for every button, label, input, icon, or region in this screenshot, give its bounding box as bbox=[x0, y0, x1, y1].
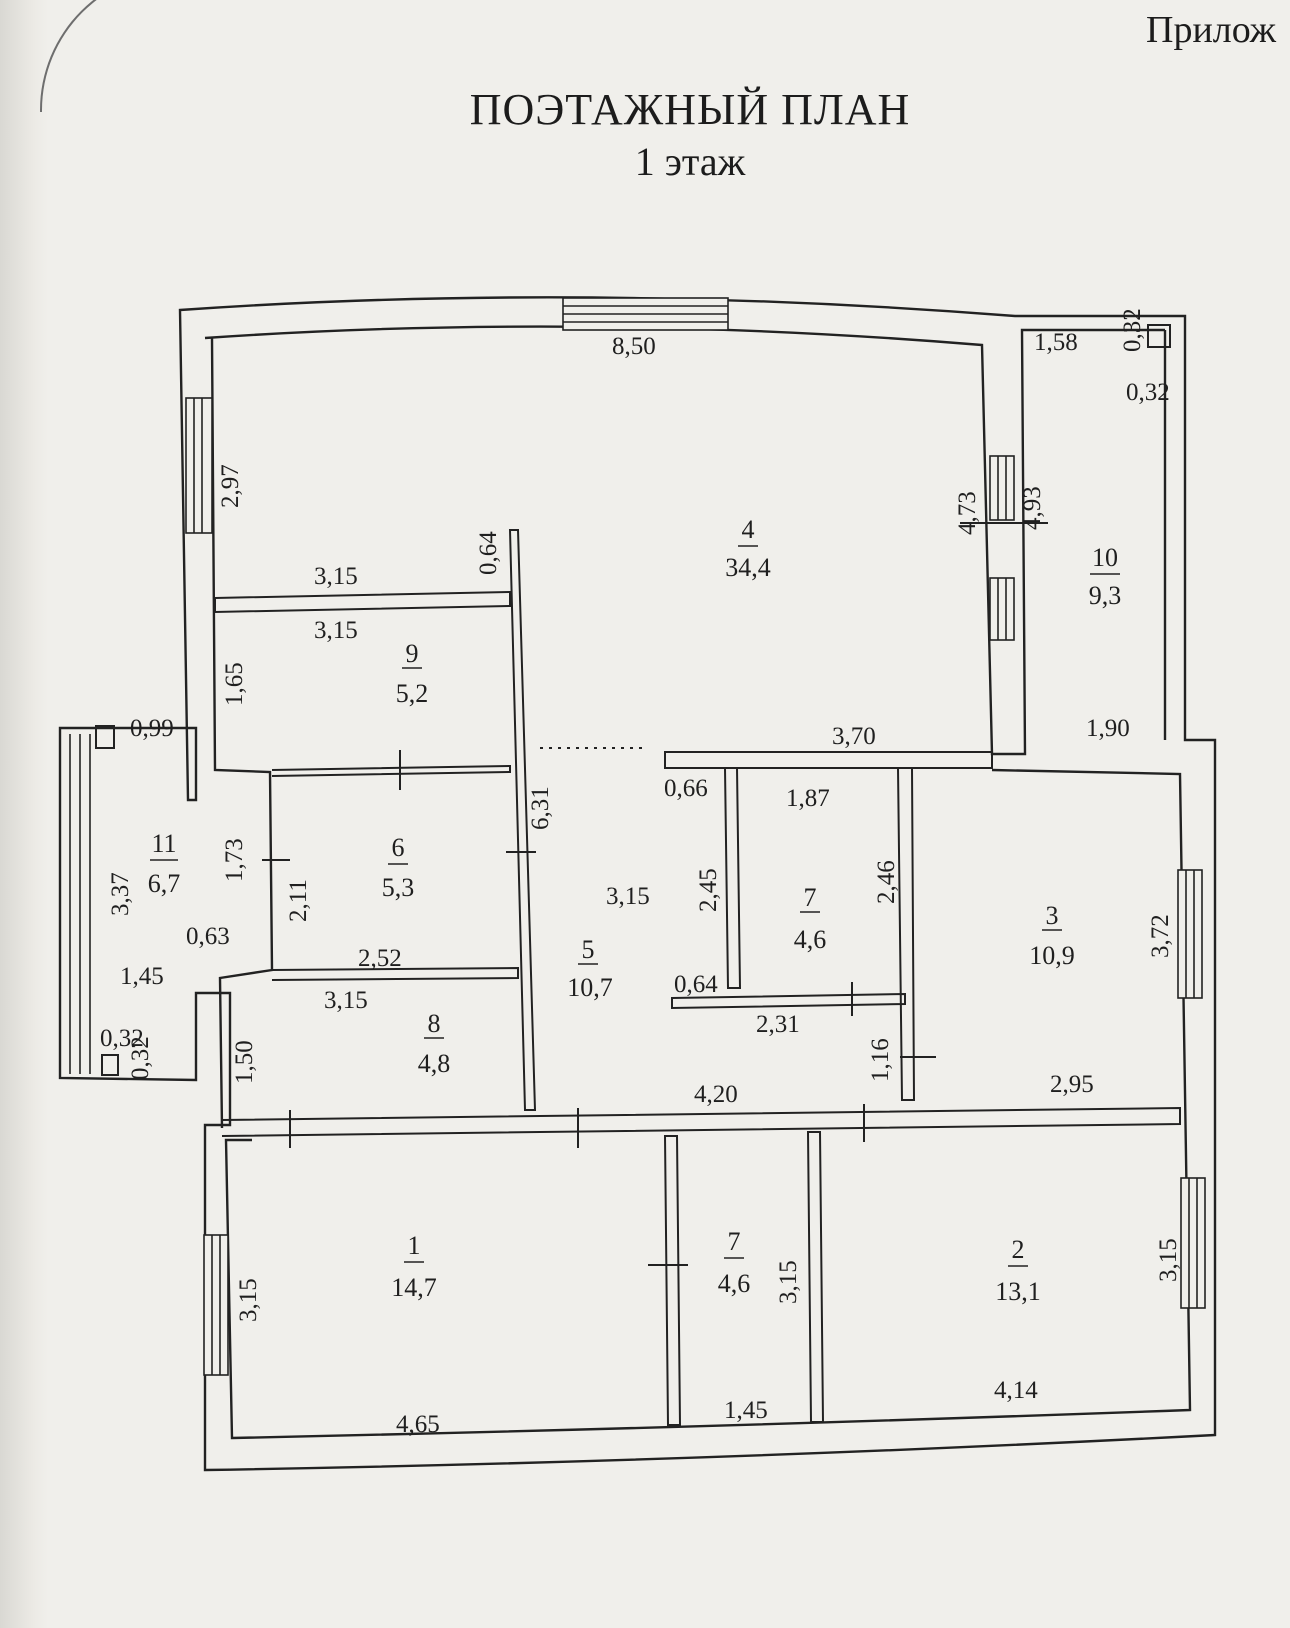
room-label-8: 8 4,8 bbox=[418, 1009, 451, 1078]
window-room2 bbox=[1180, 1177, 1206, 1309]
window-room4-left bbox=[185, 397, 213, 534]
dimension-labels: 8,50 1,58 0,32 0,32 2,97 4,73 4,93 3,15 … bbox=[100, 308, 1182, 1438]
dim-label: 1,16 bbox=[867, 1038, 894, 1082]
room-7-upper-number: 7 bbox=[804, 883, 817, 912]
dim-label: 0,32 bbox=[127, 1036, 154, 1080]
dim-label: 4,73 bbox=[954, 491, 981, 535]
room-8-area: 4,8 bbox=[418, 1049, 451, 1078]
dim-label: 4,14 bbox=[994, 1377, 1038, 1404]
room-1-number: 1 bbox=[408, 1231, 421, 1260]
dim-label: 3,15 bbox=[314, 617, 358, 644]
dim-label: 1,87 bbox=[786, 785, 830, 812]
room-label-5: 5 10,7 bbox=[567, 935, 613, 1002]
dim-label: 1,50 bbox=[231, 1040, 258, 1084]
dim-label: 8,50 bbox=[612, 333, 656, 360]
room-labels: 4 34,4 10 9,3 9 5,2 6 5,3 11 bbox=[148, 515, 1122, 1306]
dim-label: 2,46 bbox=[873, 860, 900, 904]
dim-label: 0,64 bbox=[674, 971, 718, 998]
room-7-upper-area: 4,6 bbox=[794, 925, 827, 954]
page-title: ПОЭТАЖНЫЙ ПЛАН bbox=[469, 85, 911, 134]
dim-label: 4,20 bbox=[694, 1081, 738, 1108]
dim-label: 3,15 bbox=[606, 883, 650, 910]
dim-label: 0,64 bbox=[475, 531, 502, 575]
room-5-number: 5 bbox=[582, 935, 595, 964]
dim-label: 3,37 bbox=[107, 872, 134, 916]
dim-label: 0,32 bbox=[100, 1025, 144, 1052]
window-room3 bbox=[1177, 869, 1203, 999]
room-4-number: 4 bbox=[742, 515, 755, 544]
dim-label: 2,31 bbox=[756, 1011, 800, 1038]
room-11-area: 6,7 bbox=[148, 869, 181, 898]
dim-label: 0,66 bbox=[664, 775, 708, 802]
room-label-6: 6 5,3 bbox=[382, 833, 415, 902]
room-7-lower-area: 4,6 bbox=[718, 1269, 751, 1298]
floor-label: 1 этаж bbox=[634, 139, 746, 184]
room-10-number: 10 bbox=[1092, 543, 1118, 572]
dim-label: 1,58 bbox=[1034, 329, 1078, 356]
room-6-number: 6 bbox=[392, 833, 405, 862]
dim-label: 3,70 bbox=[832, 723, 876, 750]
dim-label: 3,15 bbox=[1155, 1238, 1182, 1282]
room-2-area: 13,1 bbox=[995, 1277, 1041, 1306]
dim-label: 1,65 bbox=[221, 662, 248, 706]
appendix-label: Прилож bbox=[1146, 9, 1277, 51]
room-9-number: 9 bbox=[406, 639, 419, 668]
dim-label: 0,32 bbox=[1119, 308, 1146, 352]
dim-label: 6,31 bbox=[527, 786, 554, 830]
room-label-9: 9 5,2 bbox=[396, 639, 429, 708]
room-8-number: 8 bbox=[428, 1009, 441, 1038]
room-6-area: 5,3 bbox=[382, 873, 415, 902]
room-label-2: 2 13,1 bbox=[995, 1235, 1041, 1306]
room-label-7-upper: 7 4,6 bbox=[794, 883, 827, 954]
dim-label: 1,45 bbox=[120, 963, 164, 990]
dim-label: 1,90 bbox=[1086, 715, 1130, 742]
window-room1 bbox=[203, 1234, 229, 1376]
dim-label: 3,15 bbox=[314, 563, 358, 590]
room-7-lower-number: 7 bbox=[728, 1227, 741, 1256]
dim-label: 4,65 bbox=[396, 1411, 440, 1438]
room-3-area: 10,9 bbox=[1029, 941, 1075, 970]
dim-label: 3,15 bbox=[235, 1278, 262, 1322]
interior-walls bbox=[214, 529, 1181, 1426]
dim-label: 0,63 bbox=[186, 923, 230, 950]
dim-label: 0,32 bbox=[1126, 379, 1170, 406]
room-label-10: 10 9,3 bbox=[1089, 543, 1122, 610]
dim-label: 3,72 bbox=[1147, 914, 1174, 958]
room-2-number: 2 bbox=[1012, 1235, 1025, 1264]
dim-label: 1,45 bbox=[724, 1397, 768, 1424]
terrace-rails bbox=[69, 734, 91, 1074]
room-label-4: 4 34,4 bbox=[725, 515, 771, 582]
book-binding bbox=[0, 0, 48, 1628]
dim-label: 3,15 bbox=[775, 1260, 802, 1304]
room-label-7-lower: 7 4,6 bbox=[718, 1227, 751, 1298]
windows bbox=[69, 297, 1206, 1376]
door-marks bbox=[95, 324, 1171, 1266]
dim-label: 2,97 bbox=[217, 464, 244, 508]
dim-label: 2,52 bbox=[358, 945, 402, 972]
dim-label: 4,93 bbox=[1019, 486, 1046, 530]
window-room4-right bbox=[989, 455, 1015, 641]
room-label-1: 1 14,7 bbox=[391, 1231, 437, 1302]
room-4-area: 34,4 bbox=[725, 553, 771, 582]
dim-label: 3,15 bbox=[324, 987, 368, 1014]
dim-label: 1,73 bbox=[221, 838, 248, 882]
room-3-number: 3 bbox=[1046, 901, 1059, 930]
room-1-area: 14,7 bbox=[391, 1273, 437, 1302]
room-label-11: 11 6,7 bbox=[148, 829, 181, 898]
dim-label: 2,45 bbox=[695, 868, 722, 912]
room-label-3: 3 10,9 bbox=[1029, 901, 1075, 970]
room-10-area: 9,3 bbox=[1089, 581, 1122, 610]
room-11-number: 11 bbox=[151, 829, 176, 858]
dim-label: 2,95 bbox=[1050, 1071, 1094, 1098]
dim-label: 2,11 bbox=[285, 879, 312, 922]
room-9-area: 5,2 bbox=[396, 679, 429, 708]
window-top bbox=[562, 297, 729, 331]
dim-label: 0,99 bbox=[130, 715, 174, 742]
room-5-area: 10,7 bbox=[567, 973, 613, 1002]
